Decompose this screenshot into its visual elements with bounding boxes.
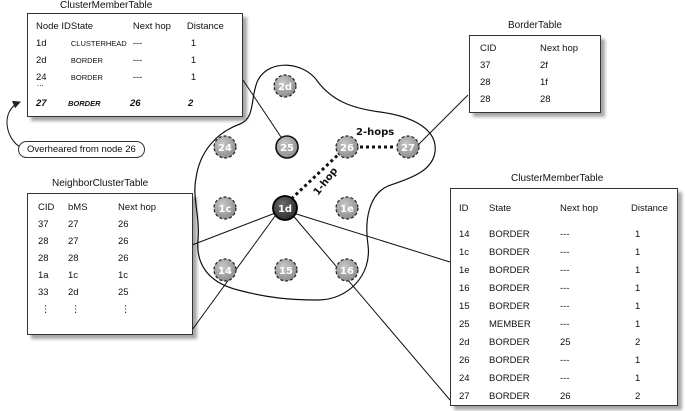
svg-text:1e: 1e [340, 204, 354, 215]
neighbor-table-title: NeighborClusterTable [52, 178, 149, 189]
node-1c: 1c [213, 196, 237, 220]
header-id: ID [459, 203, 469, 214]
svg-text:27: 27 [401, 143, 415, 154]
svg-text:1d: 1d [278, 204, 292, 215]
svg-text:14: 14 [218, 266, 232, 277]
svg-text:16: 16 [340, 266, 354, 277]
top-table-title: ClusterMemberTable [60, 0, 153, 11]
node-27: 27 [396, 135, 420, 159]
node-15: 15 [274, 258, 298, 282]
overheard-arrow [6, 100, 23, 149]
top-cluster-member-table: Node ID State Next hop Distance 1d CLUST… [27, 13, 243, 117]
link-right-table-1d-a [289, 211, 451, 263]
header-distance: Distance [186, 21, 224, 32]
header-next-hop: Next hop [560, 203, 599, 214]
node-16: 16 [335, 258, 359, 282]
one-hop-link [285, 150, 343, 205]
link-neighbor-table-1d-a [191, 211, 279, 246]
header-next-hop: Next hop [118, 202, 157, 213]
table-row: ⋮⋮⋮ [41, 304, 131, 315]
border-table-title: BorderTable [508, 20, 562, 31]
svg-text:26: 26 [340, 143, 354, 154]
header-state: State [489, 203, 512, 214]
header-cid: CID [480, 43, 497, 54]
cluster-boundary [194, 64, 436, 301]
node-26: 26 [335, 135, 359, 159]
svg-text:25: 25 [280, 143, 294, 154]
top-table-ellipsis: ... [37, 79, 44, 88]
svg-text:15: 15 [279, 266, 293, 277]
node-1e: 1e [335, 196, 359, 220]
table-row: 27 BORDER 26 2 [36, 98, 194, 109]
node-14: 14 [213, 258, 237, 282]
link-right-table-1d-b [289, 211, 451, 401]
header-distance: Distance [631, 203, 668, 214]
svg-text:24: 24 [218, 143, 232, 154]
two-hops-label: 2-hops [356, 127, 394, 138]
link-border-table-27 [417, 94, 469, 146]
header-bms: bMS [68, 202, 88, 213]
link-top-table-25 [242, 79, 284, 141]
header-next-hop: Next hop [540, 43, 579, 54]
right-table-title: ClusterMemberTable [511, 173, 604, 184]
header-cid: CID [38, 202, 55, 213]
node-25: 25 [275, 135, 299, 159]
header-node-id: Node ID [36, 21, 71, 32]
header-state: State [70, 21, 94, 32]
table-row: 1d CLUSTERHEAD --- 1 [36, 38, 197, 49]
table-row: 2d BORDER --- 1 [36, 55, 197, 66]
overheard-callout: Overheared from node 26 [18, 141, 145, 158]
table-row: 24 BORDER --- 1 [36, 72, 197, 83]
node-2d: 2d [273, 74, 297, 98]
svg-text:1c: 1c [219, 204, 232, 215]
node-1d: 1d [272, 195, 298, 221]
node-24: 24 [213, 135, 237, 159]
svg-text:2d: 2d [278, 82, 292, 93]
header-next-hop: Next hop [132, 21, 171, 32]
